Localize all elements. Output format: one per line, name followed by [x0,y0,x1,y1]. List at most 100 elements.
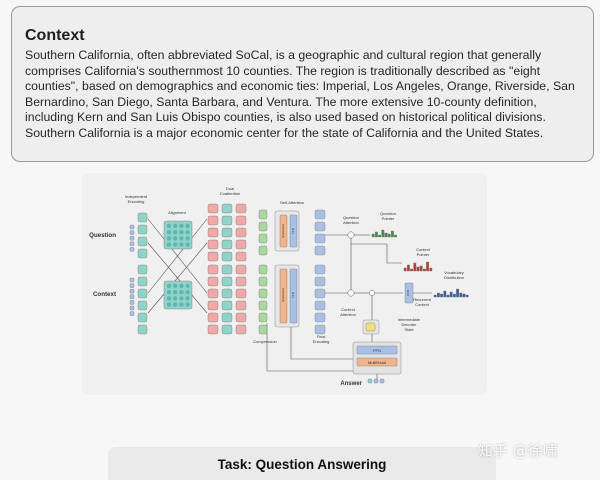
multihead-text: MultiHead [281,224,285,238]
compression-cell [258,245,268,256]
context-pointer-bar [423,268,426,272]
compression-cell [258,300,268,311]
context-attention-node [347,289,355,297]
dual-coattention-label: Coattention [220,191,240,196]
coattention-cell [207,300,219,311]
independent-encoding-label: Encoding [128,199,145,204]
alignment-dot [173,296,178,301]
alignment-dot [185,230,190,235]
context-label: Context [93,291,116,298]
alignment-dot [173,223,178,229]
input-token [129,247,135,252]
alignment-dot [166,283,172,289]
alignment-dot [179,242,184,247]
alignment-dot [185,223,190,229]
alignment-dot [166,223,172,229]
context-pointer-label: Pointer [417,252,430,257]
alignment-grid [163,220,193,250]
coattention-cell [235,276,247,287]
multihead-block [279,268,288,324]
cross-line [147,218,208,294]
alignment-dot [166,296,172,301]
recurrent-context-label: Context [415,302,430,307]
intermediate-decoder-label: State [404,327,414,332]
alignment-dot [179,290,184,295]
input-token [129,224,135,230]
recurrent-ffn-block [404,282,414,304]
vocabulary-bar [449,291,453,298]
compression-cell [258,233,268,244]
alignment-dot [185,283,190,289]
coattention-cell [221,215,233,226]
question-pointer-bar [378,234,381,238]
coattention-cell [235,264,247,275]
question-attention-label: Attention [343,220,359,225]
ffn-block [289,214,298,248]
alignment-dot [185,296,190,301]
task-card: Task: Question Answering [108,447,496,480]
alignment-dot [173,230,178,235]
vocabulary-bar [433,294,437,298]
context-attention-label: Attention [340,312,356,317]
question-attention-node [347,231,355,239]
vocabulary-bar [440,293,443,298]
question-pointer-bar [387,233,391,238]
answer-label: Answer [340,381,362,387]
encoding-cell [137,224,148,235]
alignment-dot [179,236,184,241]
final-encoding-cell [314,324,326,335]
multihead-text: MultiHead [281,288,285,302]
context-attention-label: Context [341,307,356,312]
alignment-dot [173,290,178,295]
coattention-cell [221,288,233,299]
encoding-cell [137,236,148,247]
coattention-cell [235,300,247,311]
context-pointer-bar [410,268,413,272]
ffn-text: FFN [291,292,295,298]
compression-cell [258,324,268,335]
question-label: Question [89,232,116,239]
coattention-cell [221,251,233,262]
alignment-dot [185,242,190,247]
recurrent-ffn-text: FFN [406,290,410,296]
vocabulary-distribution-label: Vocabulary [444,270,464,275]
coattention-cell [235,203,247,214]
encoding-cell [137,264,148,275]
question-pointer-bar [371,233,375,238]
answer-token [373,378,379,384]
coattention-cell [221,276,233,287]
compression-cell [258,209,268,220]
route-line [290,327,353,360]
dual-coattention-label: Dual [226,186,234,191]
final-encoding-cell [314,312,326,323]
compression-label: Compression [253,339,277,344]
self-attention-label: Self-Attention [280,200,304,205]
coattention-cell [207,312,219,323]
route-line [351,243,402,264]
ffn-block [289,268,298,324]
vocabulary-bar [462,293,466,298]
coattention-cell [207,215,219,226]
task-title: Task: Question Answering [217,457,387,472]
coattention-cell [235,251,247,262]
coattention-cell [235,239,247,250]
coattention-cell [207,239,219,250]
final-encoding-cell [314,264,326,275]
coattention-cell [207,203,219,214]
alignment-dot [173,302,178,307]
question-pointer-bar [381,229,385,238]
decoder-ffn-text: FFN [373,348,381,353]
decoder-ffn [356,345,398,355]
input-token [129,283,135,288]
alignment-dot [179,223,184,229]
route-line [266,323,353,372]
compression-cell [258,312,268,323]
watermark: 知乎 @徐啸 [478,442,558,460]
final-encoding-cell [314,276,326,287]
coattention-cell [235,215,247,226]
alignment-dot [166,290,172,295]
input-token [129,241,135,247]
vocabulary-distribution-label: Distribution [444,275,464,280]
architecture-svg: QuestionContextAnswerIndependentEncoding… [89,186,469,387]
question-attention-label: Question [343,215,359,220]
